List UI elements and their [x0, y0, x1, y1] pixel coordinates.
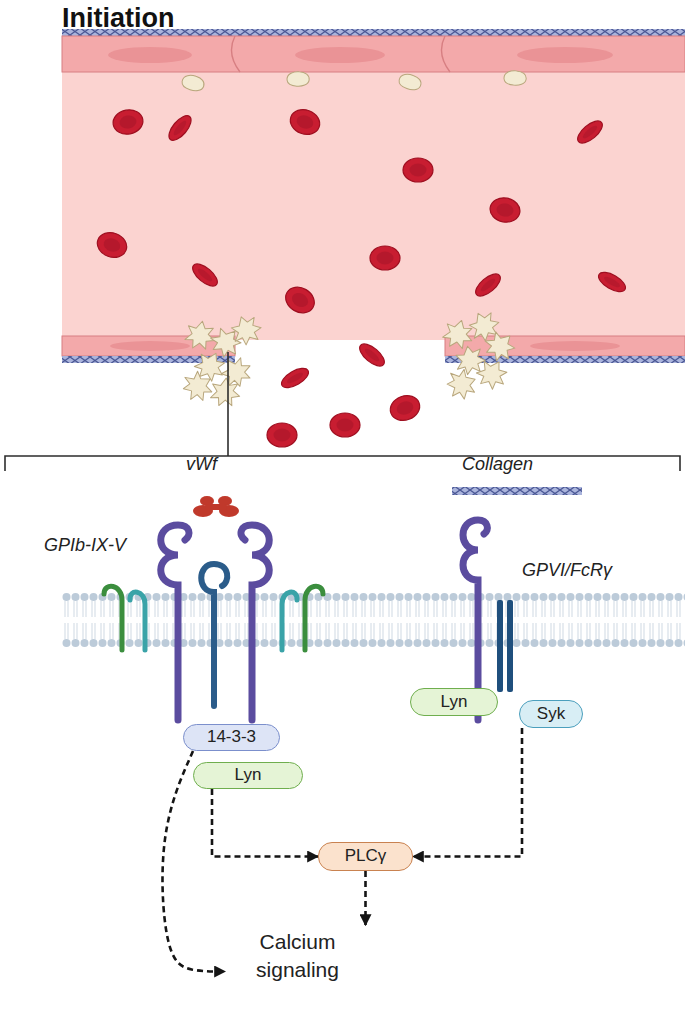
- red-blood-cell: [287, 106, 323, 139]
- enzyme-box: PLCγ: [318, 842, 413, 871]
- signal-arrow: [364, 871, 367, 925]
- red-blood-cell: [281, 282, 319, 318]
- fcr-gamma-chain: [507, 600, 513, 692]
- protein-label: Collagen: [462, 454, 533, 475]
- activated-platelet: [210, 377, 241, 407]
- red-blood-cell: [279, 364, 312, 391]
- activated-platelet: [179, 367, 218, 406]
- activated-platelet: [441, 317, 476, 352]
- cell-boundary: [231, 36, 450, 72]
- gpv-subunit: [104, 586, 122, 650]
- outcome-node: Calcium signaling: [225, 925, 370, 987]
- red-blood-cell: [472, 270, 504, 300]
- zoom-bracket: [5, 456, 680, 471]
- protein-label: vWf: [186, 454, 217, 475]
- signal-arrow: [212, 789, 318, 857]
- kinase-box: Syk: [519, 700, 583, 728]
- resting-platelet: [286, 71, 310, 88]
- diagram-title: Initiation: [62, 3, 174, 34]
- red-blood-cell: [574, 117, 606, 147]
- adaptor-protein-box: 14-3-3: [183, 724, 280, 751]
- signal-arrow: [413, 728, 522, 857]
- node-text: Lyn: [235, 764, 262, 787]
- gpib-alpha-chain: [161, 525, 189, 720]
- activated-platelet: [444, 366, 480, 403]
- node-text: Syk: [537, 703, 565, 726]
- red-blood-cell: [165, 112, 195, 144]
- gpib-beta-chain: [201, 564, 227, 706]
- zoom-leader: [227, 352, 229, 456]
- cell-nucleus: [530, 341, 620, 351]
- resting-platelet: [504, 70, 527, 86]
- cell-nucleus: [110, 341, 190, 351]
- gpix-subunit: [130, 592, 145, 650]
- endothelium: [445, 336, 685, 356]
- vessel-lumen: [62, 70, 685, 340]
- red-blood-cell: [596, 268, 629, 295]
- red-blood-cell: [403, 158, 433, 182]
- activated-platelet: [184, 319, 217, 352]
- node-text: Calcium signaling: [225, 928, 370, 985]
- node-text: Lyn: [441, 691, 468, 714]
- red-blood-cell: [488, 196, 522, 225]
- resting-platelet: [398, 73, 422, 91]
- protein-label: GPIb-IX-V: [44, 535, 126, 556]
- lipid-bilayer: [62, 592, 685, 648]
- resting-platelet: [181, 74, 205, 92]
- cell-nucleus: [108, 47, 192, 63]
- gpix-subunit: [282, 592, 297, 650]
- endothelium: [62, 36, 685, 72]
- activated-platelet: [228, 312, 265, 348]
- cell-nucleus: [295, 47, 385, 63]
- gpib-alpha-chain: [241, 525, 269, 720]
- red-blood-cell: [387, 392, 423, 425]
- red-blood-cell: [189, 260, 221, 290]
- red-blood-cell: [330, 413, 360, 437]
- kinase-box: Lyn: [193, 762, 303, 789]
- red-blood-cell: [94, 229, 130, 262]
- fcr-gamma-chain: [497, 600, 503, 692]
- vwf-ligand: [193, 496, 239, 517]
- gpv-subunit: [305, 586, 323, 650]
- collagen-fibre: [452, 487, 582, 495]
- kinase-box: Lyn: [410, 688, 498, 716]
- red-blood-cell: [267, 423, 297, 447]
- cell-nucleus: [517, 47, 613, 63]
- protein-label: GPVI/FcRγ: [522, 560, 612, 581]
- node-text: PLCγ: [345, 845, 387, 868]
- activated-platelet: [480, 326, 520, 366]
- red-blood-cell: [111, 108, 145, 137]
- red-blood-cell: [370, 246, 400, 270]
- red-blood-cell: [356, 340, 388, 370]
- node-text: 14-3-3: [207, 726, 256, 749]
- activated-platelet: [473, 355, 512, 394]
